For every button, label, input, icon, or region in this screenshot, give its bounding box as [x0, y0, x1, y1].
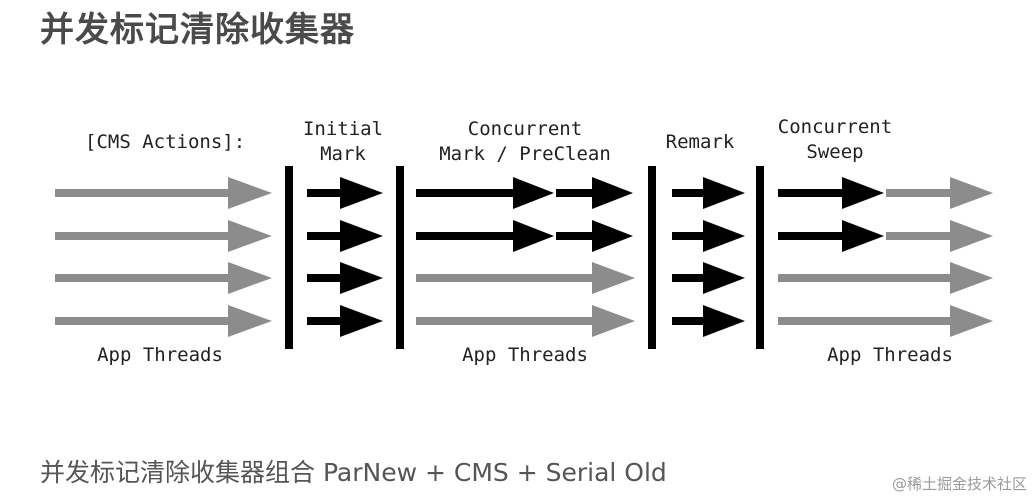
app-threads-label-3: App Threads	[827, 344, 953, 366]
phase-concurrent-sweep-line1: Concurrent	[778, 116, 892, 138]
gc-thread-arrow	[778, 177, 884, 209]
phase-concurrent-sweep-line2: Sweep	[806, 141, 863, 163]
app-thread-arrow	[886, 220, 993, 252]
app-threads-label-2: App Threads	[462, 344, 588, 366]
app-thread-arrow	[416, 305, 635, 337]
gc-thread-arrow	[672, 220, 745, 252]
page-title: 并发标记清除收集器	[40, 10, 355, 50]
phase-concurrent-mark-line2: Mark / PreClean	[439, 143, 611, 165]
app-thread-arrow	[778, 305, 993, 337]
app-thread-arrow	[55, 177, 272, 209]
app-thread-arrow	[55, 305, 272, 337]
gc-thread-arrow	[556, 177, 633, 209]
remark-threads	[672, 177, 745, 337]
gc-thread-arrow	[307, 262, 383, 294]
phase-initial-mark-line2: Mark	[320, 143, 366, 165]
app-thread-arrow	[55, 220, 272, 252]
gc-thread-arrow	[672, 305, 745, 337]
gc-thread-arrow	[416, 220, 554, 252]
app-threads-group-1	[55, 177, 272, 337]
gc-thread-arrow	[307, 220, 383, 252]
concurrent-mark-gc-threads	[416, 177, 633, 252]
gc-thread-arrow	[672, 262, 745, 294]
phase-initial-mark-line1: Initial	[303, 118, 383, 140]
phase-remark: Remark	[666, 131, 735, 153]
gc-thread-arrow	[416, 177, 554, 209]
concurrent-sweep-gc-threads	[778, 177, 884, 252]
phase-concurrent-mark-line1: Concurrent	[468, 118, 582, 140]
gc-thread-arrow	[307, 305, 383, 337]
barrier-3	[648, 166, 656, 349]
app-thread-arrow	[55, 262, 272, 294]
app-threads-label-1: App Threads	[97, 344, 223, 366]
gc-thread-arrow	[672, 177, 745, 209]
watermark: @稀土掘金技术社区	[891, 475, 1027, 493]
gc-thread-arrow	[778, 220, 884, 252]
concurrent-sweep-app-threads	[778, 177, 993, 337]
caption: 并发标记清除收集器组合 ParNew + CMS + Serial Old	[40, 458, 667, 487]
concurrent-mark-app-threads	[416, 262, 635, 337]
gc-thread-arrow	[556, 220, 633, 252]
app-thread-arrow	[416, 262, 635, 294]
gc-thread-arrow	[307, 177, 383, 209]
cms-actions-label: [CMS Actions]:	[85, 131, 245, 153]
barrier-4	[756, 166, 764, 349]
barrier-1	[285, 166, 293, 349]
barrier-2	[396, 166, 404, 349]
initial-mark-threads	[307, 177, 383, 337]
app-thread-arrow	[778, 262, 993, 294]
app-thread-arrow	[886, 177, 993, 209]
